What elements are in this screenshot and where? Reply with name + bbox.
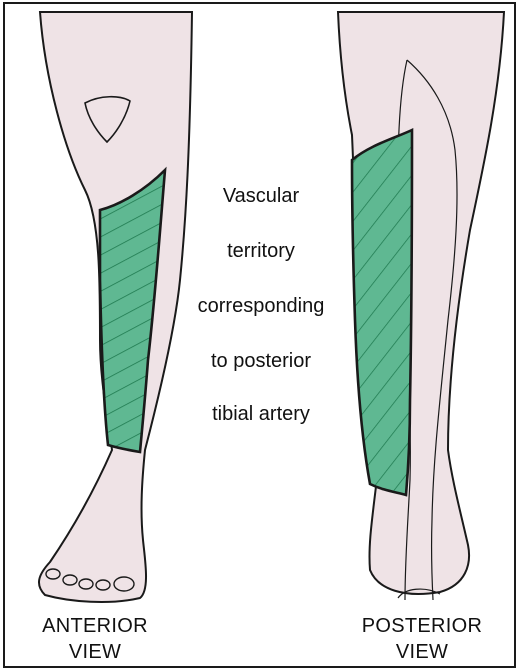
toe-3 bbox=[79, 579, 93, 589]
posterior-view-label: POSTERIOR VIEW bbox=[352, 613, 492, 665]
caption-line-5: tibial artery bbox=[146, 403, 376, 426]
posterior-label-line-1: POSTERIOR bbox=[352, 613, 492, 639]
anterior-view-label: ANTERIOR VIEW bbox=[30, 613, 160, 665]
anterior-label-line-1: ANTERIOR bbox=[30, 613, 160, 639]
caption-line-3: corresponding bbox=[146, 295, 376, 318]
toe-5 bbox=[114, 577, 134, 591]
toe-4 bbox=[96, 580, 110, 590]
toe-1 bbox=[46, 569, 60, 579]
caption-line-2: territory bbox=[146, 240, 376, 263]
caption-line-1: Vascular bbox=[146, 185, 376, 208]
caption-line-4: to posterior bbox=[146, 350, 376, 373]
posterior-label-line-2: VIEW bbox=[352, 639, 492, 665]
anterior-label-line-2: VIEW bbox=[30, 639, 160, 665]
toe-2 bbox=[63, 575, 77, 585]
